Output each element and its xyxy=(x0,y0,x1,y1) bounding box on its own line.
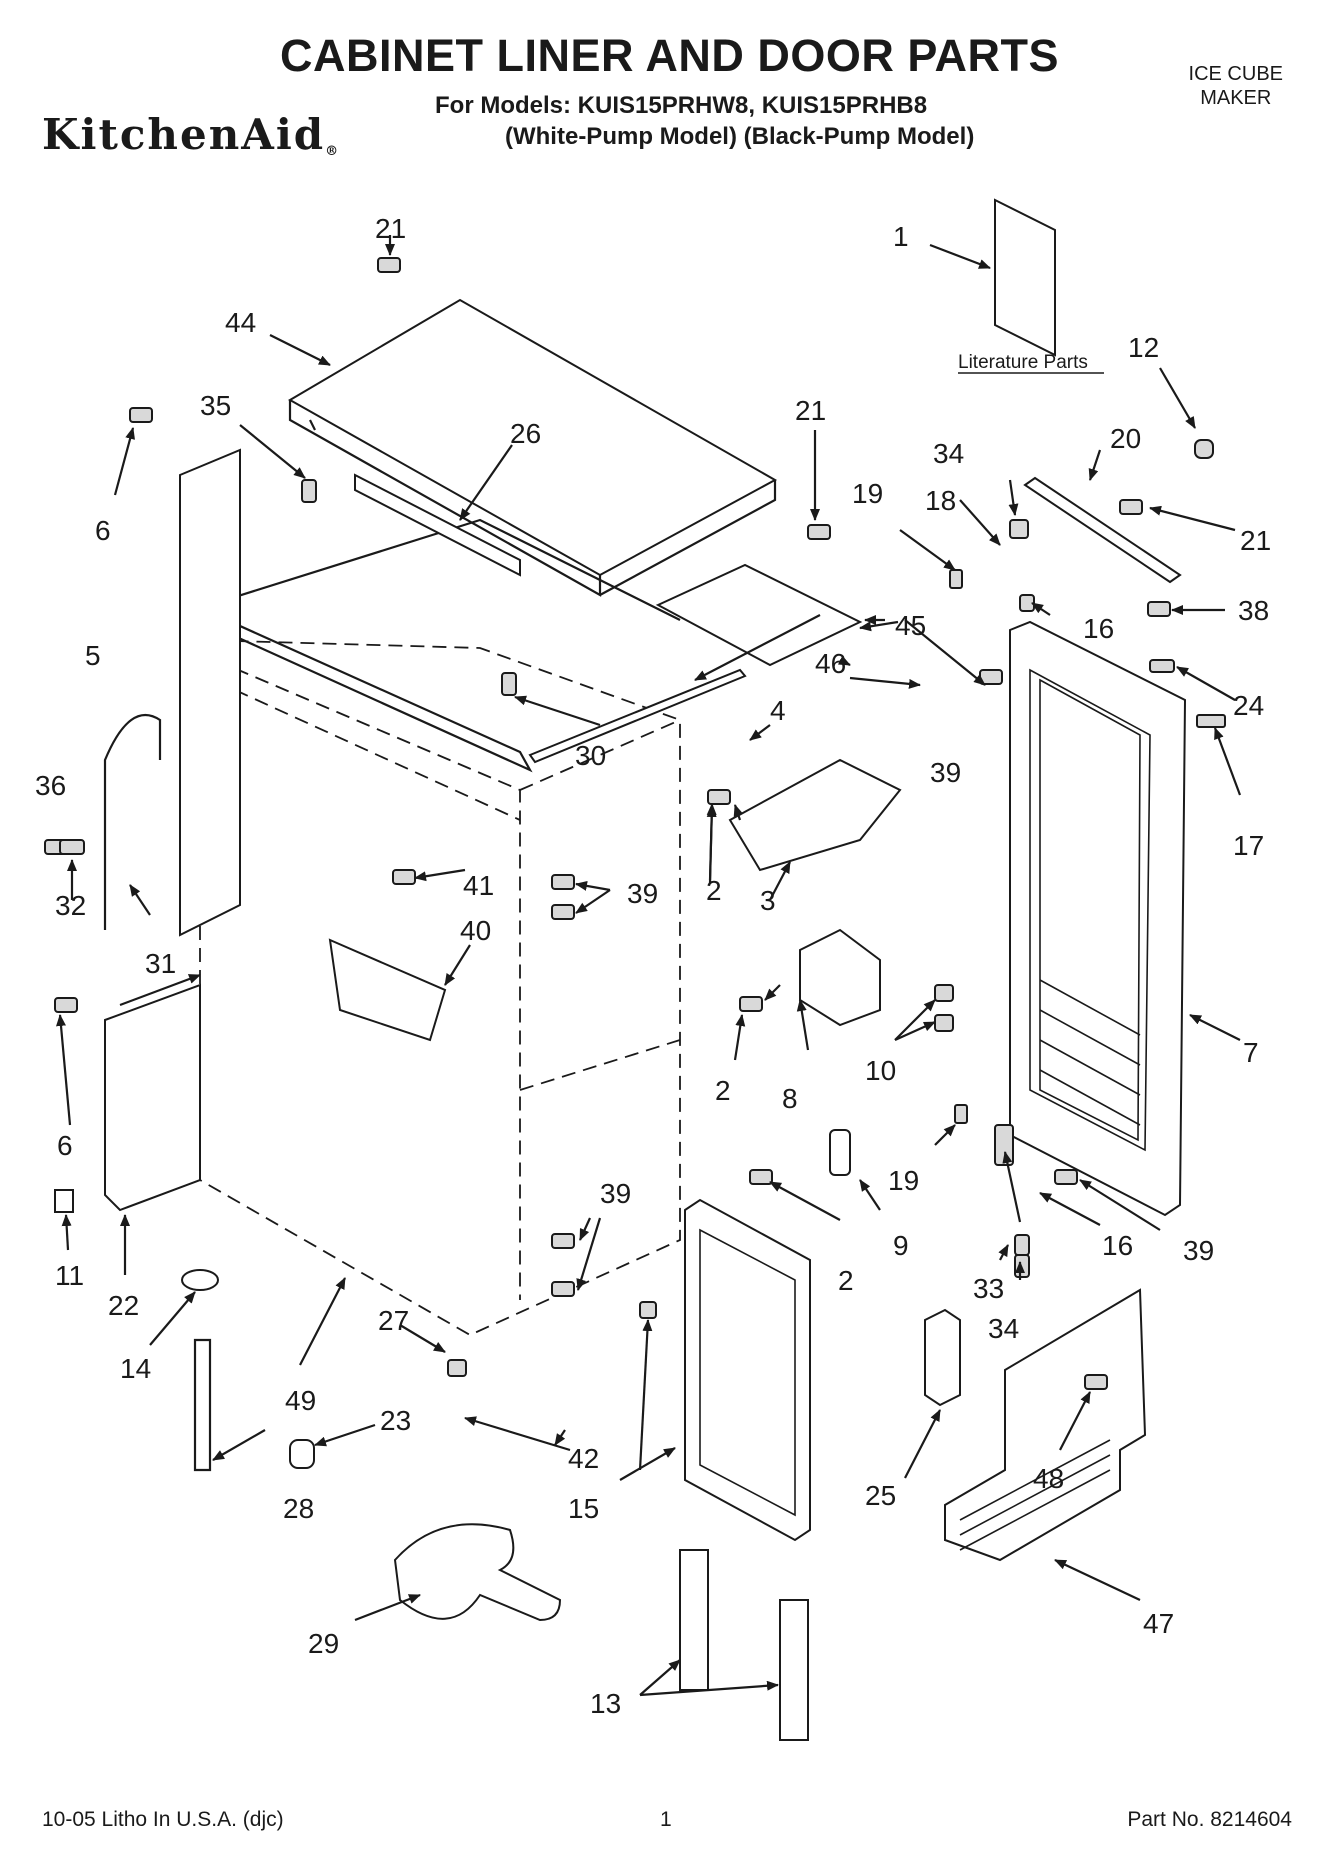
callout-45: 45 xyxy=(895,610,926,641)
callout-16-lower: 16 xyxy=(1102,1230,1133,1261)
callout-49: 49 xyxy=(285,1385,316,1416)
part-rear-panel xyxy=(104,983,201,1212)
callout-36: 36 xyxy=(35,770,66,801)
part-literature xyxy=(994,198,1056,357)
literature-parts-label: Literature Parts xyxy=(958,352,1088,373)
callout-31: 31 xyxy=(145,948,176,979)
part-scoop xyxy=(393,1523,562,1622)
callout-labels: 1 12 21 44 35 26 21 6 5 34 20 19 18 21 3… xyxy=(35,213,1271,1719)
callout-26: 26 xyxy=(510,418,541,449)
callout-39-liner: 39 xyxy=(627,878,658,909)
part-clamp xyxy=(54,1189,74,1213)
callout-14: 14 xyxy=(120,1353,151,1384)
registered-mark: ® xyxy=(325,144,339,159)
callout-13: 13 xyxy=(590,1688,621,1719)
callout-1: 1 xyxy=(893,221,909,252)
callout-2-middle: 2 xyxy=(715,1075,731,1106)
leader-arrows xyxy=(56,235,1242,1697)
callout-2-upper: 2 xyxy=(706,875,722,906)
callout-39-lower: 39 xyxy=(600,1178,631,1209)
part-trim-left xyxy=(679,1549,709,1691)
page-number: 1 xyxy=(660,1808,672,1831)
part-top-bar xyxy=(1023,476,1182,584)
callout-39-hinge: 39 xyxy=(1183,1235,1214,1266)
callout-33: 33 xyxy=(973,1273,1004,1304)
callout-7: 7 xyxy=(1243,1037,1259,1068)
callout-21-top: 21 xyxy=(375,213,406,244)
page-title: CABINET LINER AND DOOR PARTS xyxy=(280,30,1059,81)
callout-12: 12 xyxy=(1128,332,1159,363)
callout-5: 5 xyxy=(85,640,101,671)
callout-19-upper: 19 xyxy=(852,478,883,509)
callout-39-door: 39 xyxy=(930,757,961,788)
part-hose-clamp xyxy=(181,1269,219,1291)
part-tube xyxy=(103,714,162,930)
callout-15: 15 xyxy=(568,1493,599,1524)
part-hinge-block xyxy=(829,1129,851,1176)
callout-4: 4 xyxy=(770,695,786,726)
part-front-bracket xyxy=(354,473,521,577)
callout-3: 3 xyxy=(760,885,776,916)
callout-25: 25 xyxy=(865,1480,896,1511)
product-category: ICE CUBE MAKER xyxy=(1189,62,1283,110)
part-bracket xyxy=(924,1308,961,1407)
callout-8: 8 xyxy=(782,1083,798,1114)
callout-44: 44 xyxy=(225,307,256,338)
callout-18: 18 xyxy=(925,485,956,516)
callout-35: 35 xyxy=(200,390,231,421)
callout-29: 29 xyxy=(308,1628,339,1659)
brand-logo: KitchenAid® xyxy=(42,110,338,159)
part-top-panel xyxy=(287,298,778,597)
callout-34-upper: 34 xyxy=(933,438,964,469)
callout-17: 17 xyxy=(1233,830,1264,861)
part-number: Part No. 8214604 xyxy=(1127,1808,1292,1831)
callout-22: 22 xyxy=(108,1290,139,1321)
callout-6-lower: 6 xyxy=(57,1130,73,1161)
callout-28: 28 xyxy=(283,1493,314,1524)
callout-9: 9 xyxy=(893,1230,909,1261)
part-hose xyxy=(193,1338,212,1472)
callout-41: 41 xyxy=(463,870,494,901)
part-block xyxy=(799,928,881,1027)
part-deflector xyxy=(328,938,447,1042)
callout-47: 47 xyxy=(1143,1608,1174,1639)
part-door xyxy=(1009,620,1187,1217)
part-strip xyxy=(528,668,747,764)
callout-16-upper: 16 xyxy=(1083,613,1114,644)
callout-23: 23 xyxy=(380,1405,411,1436)
callout-46: 46 xyxy=(815,648,846,679)
category-line-2: MAKER xyxy=(1200,87,1272,109)
part-door-gasket xyxy=(684,1198,811,1542)
callout-21-middle: 21 xyxy=(795,395,826,426)
callout-10: 10 xyxy=(865,1055,896,1086)
callout-20: 20 xyxy=(1110,423,1141,454)
callout-2-lower: 2 xyxy=(838,1265,854,1296)
models-line: For Models: KUIS15PRHW8, KUIS15PRHB8 xyxy=(435,92,928,119)
part-front-grille xyxy=(944,1288,1147,1562)
callout-38: 38 xyxy=(1238,595,1269,626)
part-ice-chute xyxy=(728,758,902,872)
callout-34-lower: 34 xyxy=(988,1313,1019,1344)
callout-6-upper: 6 xyxy=(95,515,111,546)
part-trim-right xyxy=(779,1599,809,1741)
callout-40: 40 xyxy=(460,915,491,946)
cabinet-liner xyxy=(197,518,681,1337)
callout-48: 48 xyxy=(1033,1463,1064,1494)
model-variants-line: (White-Pump Model) (Black-Pump Model) xyxy=(505,123,975,150)
callout-19-lower: 19 xyxy=(888,1165,919,1196)
callout-32: 32 xyxy=(55,890,86,921)
callout-21-right: 21 xyxy=(1240,525,1271,556)
part-side-panel xyxy=(179,448,241,937)
brand-name: KitchenAid xyxy=(42,110,326,159)
print-info: 10-05 Litho In U.S.A. (djc) xyxy=(42,1808,284,1831)
callout-11: 11 xyxy=(55,1260,84,1291)
category-line-1: ICE CUBE xyxy=(1188,63,1283,85)
part-plug xyxy=(289,1439,315,1469)
callout-27: 27 xyxy=(378,1305,409,1336)
callout-42: 42 xyxy=(568,1443,599,1474)
callout-24: 24 xyxy=(1233,690,1264,721)
callout-30: 30 xyxy=(575,740,606,771)
